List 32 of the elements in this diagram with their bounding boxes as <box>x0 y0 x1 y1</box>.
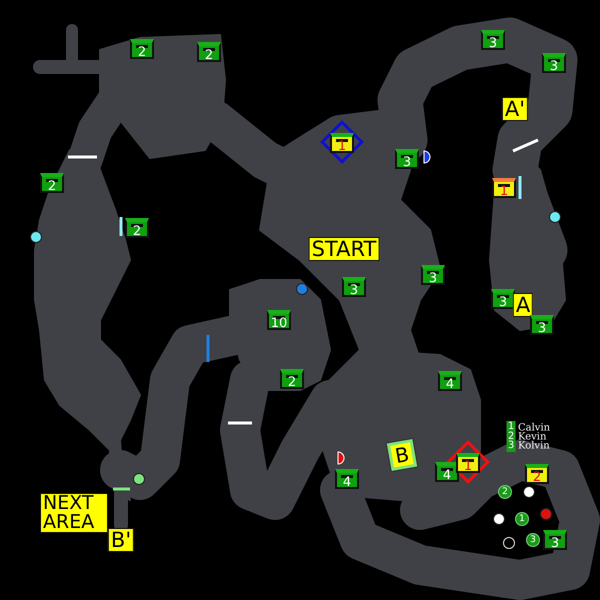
chest-marker: 4 <box>335 469 359 489</box>
legend-text: Calvin <box>518 422 550 434</box>
area-sign: B' <box>108 528 134 552</box>
area-sign: START <box>308 237 380 261</box>
chest-marker: 3 <box>543 530 567 550</box>
chest-marker: 3 <box>481 30 505 50</box>
chest-marker: 10 <box>267 310 291 330</box>
area-sign: A' <box>502 97 528 121</box>
numbered-badge: 3 <box>526 533 540 547</box>
area-sign: A <box>512 293 534 317</box>
chest-marker: 4 <box>435 462 459 482</box>
chest-marker: 3 <box>491 289 515 309</box>
chest-marker: 2 <box>197 42 221 62</box>
chest-marker: 3 <box>421 265 445 285</box>
chest-marker: 3 <box>542 53 566 73</box>
chest-marker: 1 <box>456 453 480 473</box>
legend-number: 3 <box>506 440 516 452</box>
chest-marker: 4 <box>438 371 462 391</box>
area-sign: NEXT AREA <box>40 493 108 533</box>
chest-marker: 3 <box>530 315 554 335</box>
chest-marker: 3 <box>395 149 419 169</box>
chest-marker: 2 <box>130 39 154 59</box>
chest-marker: 2 <box>40 173 64 193</box>
chest-marker: 1 <box>330 133 354 153</box>
chest-marker: 2 <box>280 369 304 389</box>
chest-marker: 2 <box>525 464 549 484</box>
numbered-badge: 1 <box>515 512 529 526</box>
chest-marker: 2 <box>125 218 149 238</box>
chest-marker: 3 <box>342 277 366 297</box>
chest-marker: 1 <box>492 178 516 198</box>
legend-text: Kolvin <box>518 440 550 452</box>
numbered-badge: 2 <box>498 485 512 499</box>
